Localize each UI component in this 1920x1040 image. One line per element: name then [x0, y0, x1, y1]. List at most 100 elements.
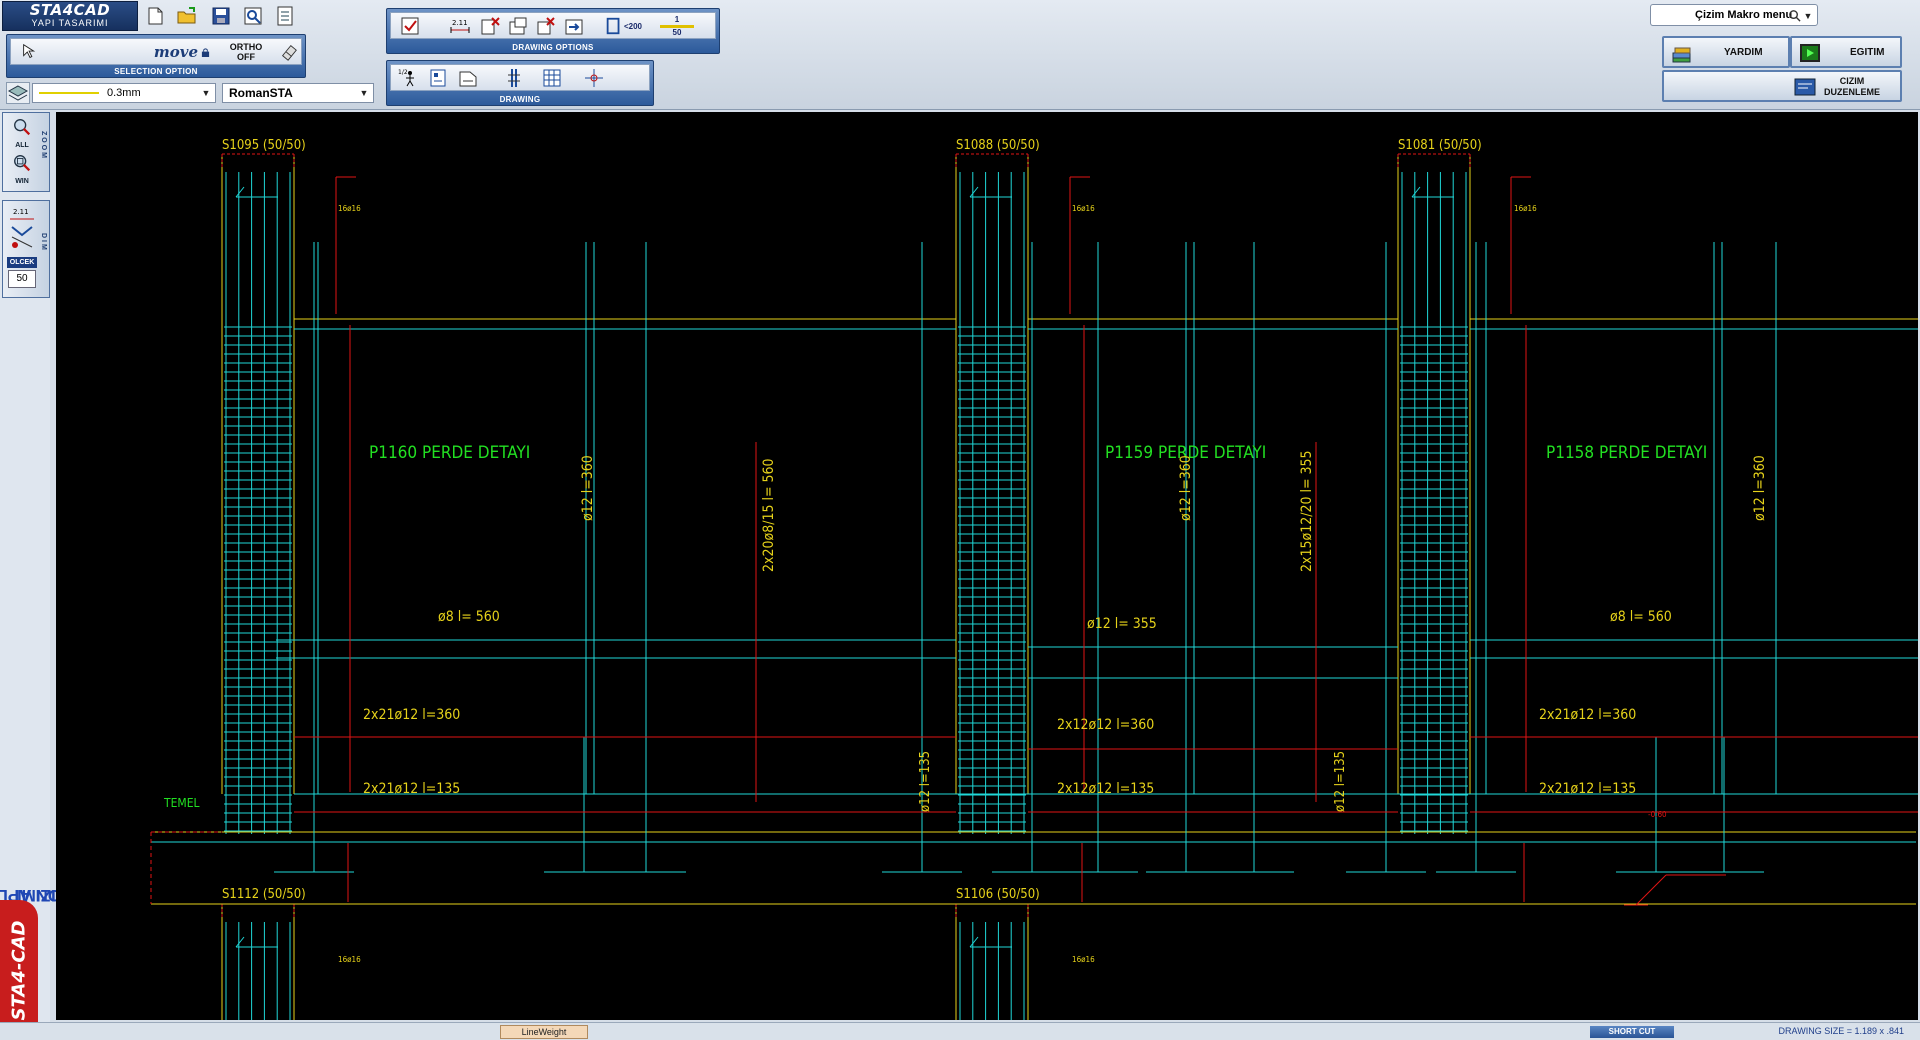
rebar-label-vertical: ø12 l=360	[1752, 455, 1768, 521]
rebar-label-vertical: 2x15ø12/20 l= 355	[1299, 450, 1315, 572]
lineweight-toggle[interactable]: LineWeight	[500, 1025, 588, 1039]
macro-menu-search[interactable]: Çizim Makro menu ▼	[1650, 4, 1818, 26]
draw-plan-button[interactable]	[425, 65, 451, 91]
drawing-size-readout: DRAWING SIZE = 1.189 x .841	[1778, 1026, 1904, 1036]
zoom-all-icon	[14, 119, 31, 136]
rebar-label-vertical: 2x20ø8/15 l= 560	[761, 458, 777, 572]
print-preview-button[interactable]	[240, 3, 266, 29]
lineweight-select[interactable]: 0.3mm ▼	[32, 83, 216, 103]
draw-mesh-button[interactable]	[539, 65, 565, 91]
draw-rebar-button[interactable]	[501, 65, 527, 91]
scale-top: 1	[674, 14, 680, 24]
drawing-edit-button[interactable]: CIZIM DUZENLEME	[1662, 70, 1902, 102]
rebar-label-vertical: ø12 l=360	[580, 455, 596, 521]
drawing-caption: DRAWING	[499, 95, 541, 104]
rebar-label: ø8 l= 560	[1610, 609, 1672, 625]
save-button[interactable]	[208, 3, 234, 29]
properties-button[interactable]	[272, 3, 298, 29]
eraser-button[interactable]	[275, 41, 303, 63]
layers-icon	[7, 85, 29, 101]
draw-column-button[interactable]: 1/2	[395, 65, 421, 91]
foundation-label: TEMEL	[163, 796, 200, 810]
zoom-vertical-label: ZOOM	[40, 131, 47, 160]
delete-dimension-button[interactable]	[477, 13, 503, 39]
column-title: S1088 (50/50)	[956, 138, 1040, 153]
delete-dimension-icon	[481, 17, 500, 35]
open-file-button[interactable]	[174, 3, 200, 29]
training-button[interactable]: EGITIM	[1790, 36, 1902, 68]
limit-label: <200	[623, 21, 642, 31]
column-title: S1095 (50/50)	[222, 138, 306, 153]
move-button[interactable]: move	[147, 41, 217, 63]
scale-bottom: 50	[672, 27, 682, 37]
column-stirrup	[1411, 186, 1421, 198]
plan-icon	[430, 69, 446, 87]
section-icon	[459, 71, 477, 87]
zoom-panel: ALL WIN ZOOM	[2, 112, 50, 192]
app-logo: STA4CAD YAPI TASARIMI	[2, 1, 138, 31]
zoom-all-button[interactable]: ALL	[7, 117, 37, 151]
scale-label: OLCEK	[7, 257, 37, 268]
delete-window-button[interactable]	[533, 13, 559, 39]
font-value: RomanSTA	[229, 86, 293, 100]
macro-menu-label: Çizim Makro menu	[1695, 9, 1793, 21]
drawing-annotations: S1095 (50/50) S1088 (50/50) S1081 (50/50…	[163, 138, 1768, 964]
stirrup-note: 16ø16	[338, 955, 361, 964]
column-title: S1106 (50/50)	[956, 887, 1040, 902]
brand-label: STA4-CAD	[8, 920, 30, 1020]
dimension-panel: 2.11 DIM OLCEK 50	[2, 200, 50, 298]
column-stirrup	[235, 936, 245, 948]
logo-title: STA4CAD	[29, 1, 111, 19]
dimension-button[interactable]: 2.11	[447, 13, 473, 39]
drawing-options-panel: 2.11 <200 1	[386, 8, 720, 54]
svg-text:1/2: 1/2	[398, 69, 408, 76]
dimension-tool-icon: 2.11	[10, 208, 34, 248]
drawing-options-inner: 2.11 <200 1	[390, 12, 716, 39]
delete-window-icon	[537, 17, 555, 35]
draw-section-button[interactable]	[455, 65, 481, 91]
left-tool-strip: ALL WIN ZOOM 2.11 DIM OLCEK 50 KOLON APL…	[0, 110, 96, 1040]
drawing-geometry	[150, 153, 1918, 1020]
video-play-icon	[1800, 44, 1820, 62]
select-pointer-button[interactable]	[15, 41, 45, 63]
dim-tool-button[interactable]: 2.11	[7, 205, 37, 255]
chevron-down-icon: ▼	[201, 88, 211, 98]
scale-input[interactable]: 50	[8, 270, 36, 288]
drawing-panel-inner: 1/2	[390, 64, 650, 91]
column-title: S1112 (50/50)	[222, 887, 306, 902]
floppy-disk-icon	[212, 7, 230, 25]
elevation-label: -0.60	[1648, 810, 1667, 819]
pointer-select-icon	[23, 43, 36, 59]
status-bar: LineWeight SHORT CUT DRAWING SIZE = 1.18…	[0, 1022, 1920, 1040]
help-button[interactable]: YARDIM	[1662, 36, 1790, 68]
layers-button[interactable]	[6, 82, 30, 104]
rebar-label: ø8 l= 560	[438, 609, 500, 625]
lock-icon	[201, 47, 210, 57]
wall-detail-title: P1159 PERDE DETAYI	[1105, 443, 1266, 463]
drawing-canvas[interactable]: S1095 (50/50) S1088 (50/50) S1081 (50/50…	[56, 112, 1918, 1020]
shortcut-button[interactable]: SHORT CUT	[1590, 1026, 1674, 1038]
selection-option-caption: SELECTION OPTION	[114, 67, 198, 76]
check-drawing-button[interactable]	[397, 13, 423, 39]
column-stirrup	[235, 186, 245, 198]
scale-button[interactable]: 1 50	[653, 13, 701, 39]
new-file-button[interactable]	[142, 3, 168, 29]
logo-subtitle: YAPI TASARIMI	[31, 18, 109, 28]
new-file-icon	[148, 7, 163, 25]
window-frame-icon	[509, 17, 527, 35]
font-select[interactable]: RomanSTA ▼	[222, 83, 374, 103]
rebar-label: 2x21ø12 l=360	[1539, 707, 1636, 723]
list-document-icon	[277, 6, 293, 26]
drawing-panel: 1/2 DRAWING	[386, 60, 654, 106]
zoom-window-button[interactable]: WIN	[7, 153, 37, 189]
draw-axis-button[interactable]	[581, 65, 607, 91]
window-frame-button[interactable]	[505, 13, 531, 39]
export-button[interactable]	[561, 13, 587, 39]
zoom-window-icon	[14, 155, 31, 172]
zoom-all-label: ALL	[15, 142, 29, 149]
limit-button[interactable]: <200	[603, 13, 643, 39]
